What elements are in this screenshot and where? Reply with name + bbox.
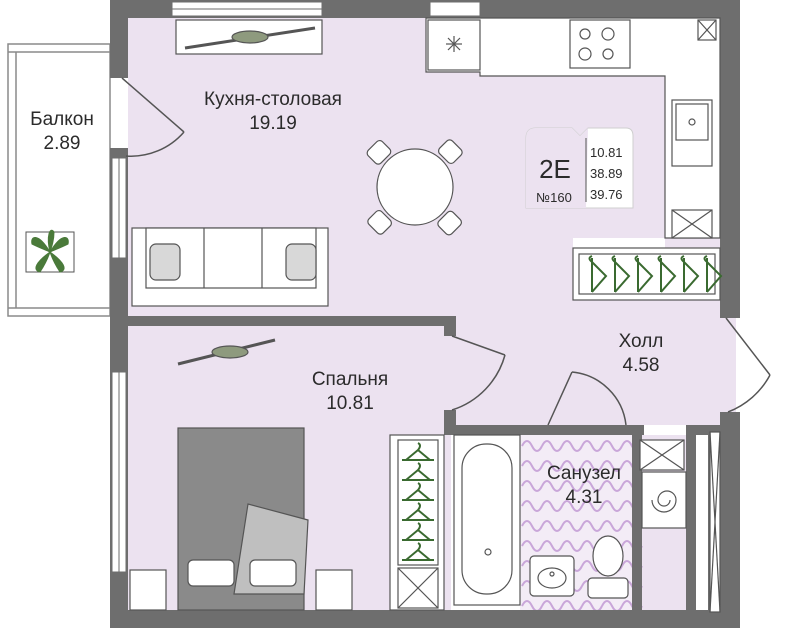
apartment-badge: 2E №160 10.81 38.89 39.76	[526, 128, 633, 208]
room-label-kitchen: Кухня-столовая 19.19	[180, 88, 366, 136]
tile-pattern	[541, 520, 563, 532]
room-label-hall: Холл 4.58	[606, 330, 676, 378]
area-total: 38.89	[590, 166, 623, 181]
tile-pattern	[541, 500, 563, 512]
room-name: Балкон	[30, 109, 94, 130]
tile-pattern	[541, 460, 563, 472]
kitchen-counter	[425, 17, 721, 239]
tile-pattern	[581, 480, 603, 492]
room-name: Кухня-столовая	[204, 89, 342, 110]
tile-pattern	[601, 480, 623, 492]
hanger-icon	[680, 255, 700, 293]
tile-pattern	[581, 460, 603, 472]
tile-pattern	[521, 480, 543, 492]
hanger-icon	[402, 482, 434, 501]
tile-pattern	[561, 440, 583, 452]
tile-pattern	[561, 500, 583, 512]
tile-pattern	[581, 500, 603, 512]
doors	[121, 77, 771, 426]
area-living: 10.81	[590, 145, 623, 160]
hanger-icon	[402, 522, 434, 541]
room-label-bathroom: Санузел 4.31	[534, 462, 634, 510]
window-bars	[118, 8, 322, 572]
apartment-number: №160	[536, 190, 572, 205]
tile-pattern	[561, 540, 583, 552]
tile-pattern	[601, 440, 623, 452]
room-area: 2.89	[43, 133, 81, 154]
tile-pattern	[521, 460, 543, 472]
tile-pattern	[601, 500, 623, 512]
room-area: 4.31	[565, 487, 603, 508]
tile-pattern	[521, 440, 543, 452]
wardrobe-bedroom	[389, 434, 445, 611]
ac-unit-icon	[175, 19, 323, 366]
apartment-type: 2E	[539, 154, 571, 184]
tile-pattern	[601, 460, 623, 472]
tile-pattern	[581, 440, 603, 452]
dining-table-icon	[366, 139, 463, 236]
room-name: Спальня	[311, 369, 389, 390]
hanger-icon	[634, 255, 654, 293]
hangers-horizontal-icon	[588, 255, 723, 293]
hanger-icon	[703, 255, 723, 293]
hangers-vertical-icon	[402, 442, 434, 561]
apartment-areas: 10.81 38.89 39.76	[590, 142, 623, 205]
tile-pattern	[561, 520, 583, 532]
tile-pattern	[581, 520, 603, 532]
hanger-icon	[402, 442, 434, 461]
sofa-icon	[131, 227, 329, 307]
bathtub-icon	[453, 434, 521, 606]
room-name: Холл	[618, 331, 664, 352]
tile-pattern	[601, 520, 623, 532]
tile-pattern	[521, 540, 543, 552]
room-label-bedroom: Спальня 10.81	[290, 368, 410, 416]
hanger-icon	[402, 462, 434, 481]
hanger-icon	[611, 255, 631, 293]
bathroom-fixtures	[529, 431, 721, 613]
tile-pattern	[561, 460, 583, 472]
hanger-icon	[402, 542, 434, 561]
room-area: 4.58	[622, 355, 660, 376]
hanger-icon	[657, 255, 677, 293]
apartment-badge-shape	[525, 127, 634, 209]
bed-icon	[129, 427, 353, 611]
tile-pattern	[541, 540, 563, 552]
room-name: Санузел	[546, 463, 621, 484]
tile-pattern	[521, 520, 543, 532]
hanger-icon	[402, 502, 434, 521]
room-area: 10.81	[326, 393, 374, 414]
tile-pattern	[561, 480, 583, 492]
area-with-balcony: 39.76	[590, 187, 623, 202]
tile-pattern	[541, 440, 563, 452]
tile-pattern	[541, 480, 563, 492]
room-area: 19.19	[249, 113, 297, 134]
hanger-icon	[588, 255, 608, 293]
room-label-balcony: Балкон 2.89	[20, 108, 104, 156]
tile-pattern	[521, 500, 543, 512]
plant-icon	[25, 229, 75, 273]
wardrobe-hall	[572, 247, 721, 301]
